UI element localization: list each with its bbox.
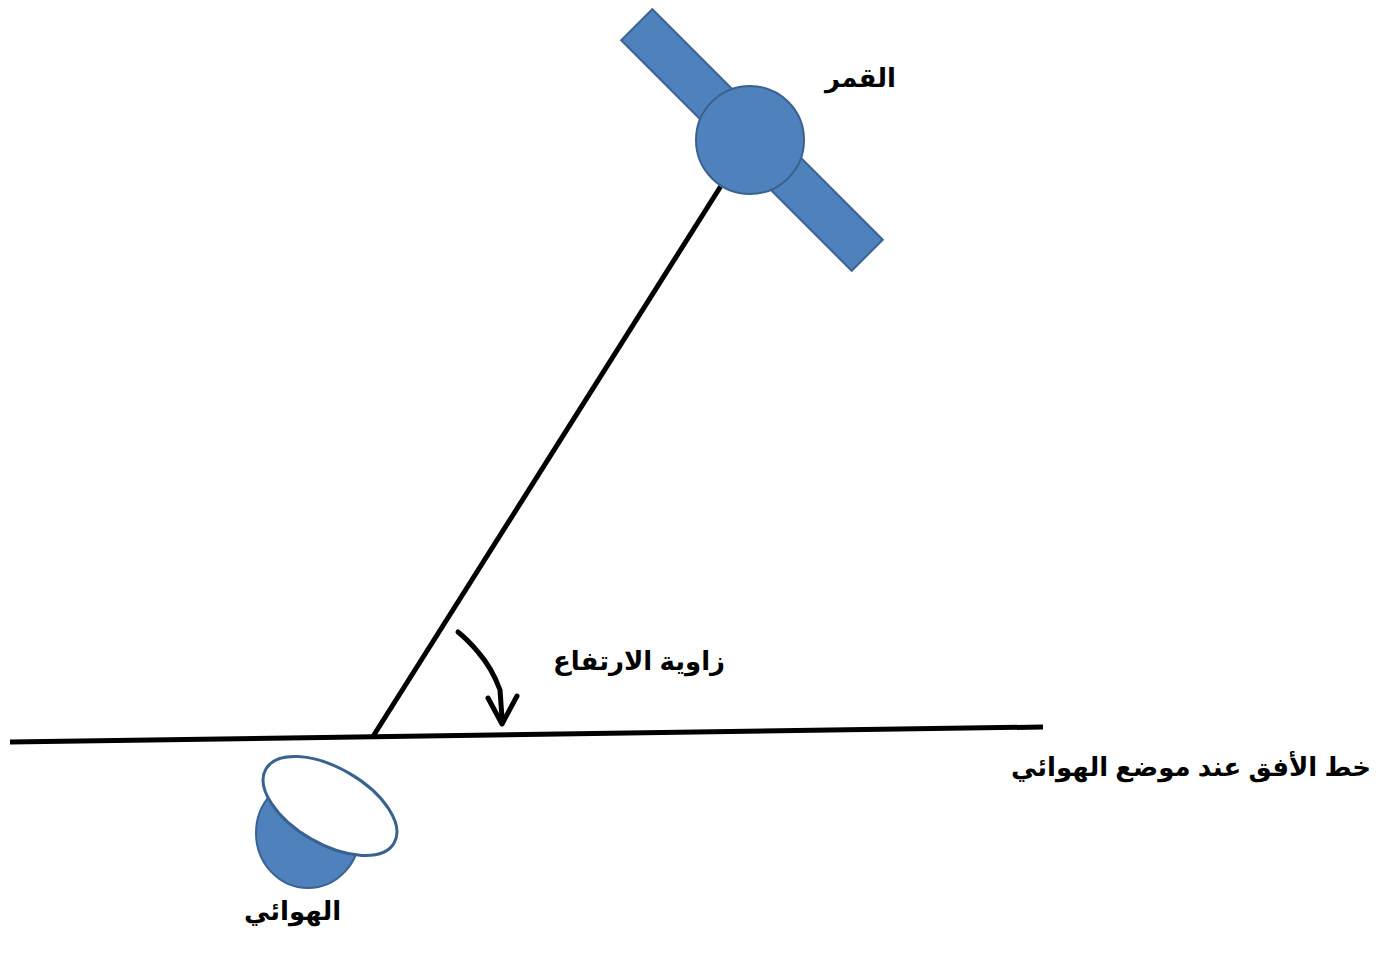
dish-rim [247,736,413,876]
satellite-label: القمر [825,63,896,94]
antenna-label: الهوائي [244,896,341,927]
angle-label: زاوية الارتفاع [553,646,725,677]
angle-arrowhead [488,696,517,724]
horizon-label: خط الأفق عند موضع الهوائي [1011,752,1371,783]
satellite: القمر [695,85,805,195]
satellite-shape [695,85,805,195]
horizon-line [10,727,1043,742]
angle-arc [458,632,502,718]
antenna: الهوائي [250,738,410,888]
solar-panel [621,9,883,271]
satellite-body [696,86,804,194]
antenna-shape [250,738,410,888]
